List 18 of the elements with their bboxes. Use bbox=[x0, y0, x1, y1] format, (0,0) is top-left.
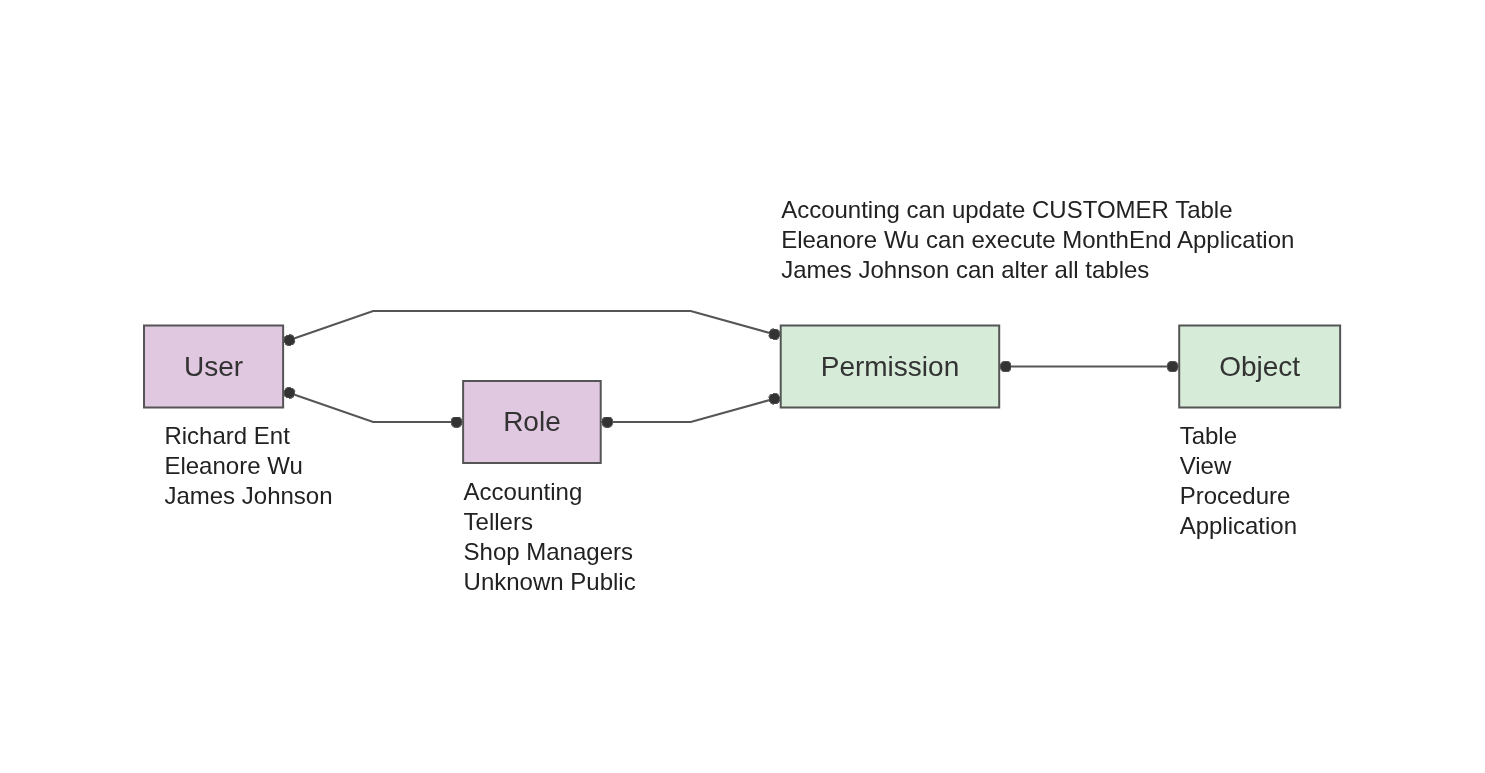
note-text: Table bbox=[1179, 421, 1238, 451]
note-text: Procedure bbox=[1179, 481, 1292, 511]
note-text: Eleanore Wu can execute MonthEnd Application bbox=[781, 225, 1295, 255]
note-text: Accounting can update CUSTOMER Table bbox=[781, 195, 1234, 225]
note-text: James Johnson can alter all tables bbox=[781, 255, 1151, 285]
note-text: Shop Managers bbox=[463, 536, 634, 567]
note-text: Richard Ent bbox=[164, 421, 291, 451]
note-text: Application bbox=[1179, 511, 1298, 541]
note-text: Tellers bbox=[463, 506, 534, 537]
node-box: Permission bbox=[780, 324, 1001, 408]
note-text: Accounting bbox=[463, 476, 584, 507]
node-box: Role bbox=[462, 379, 603, 464]
note-text: Unknown Public bbox=[463, 566, 636, 597]
note-text: Eleanore Wu bbox=[164, 451, 304, 481]
note-text: View bbox=[1179, 451, 1233, 481]
node-box: User bbox=[143, 324, 285, 408]
node-box: Object bbox=[1178, 324, 1342, 408]
note-text: James Johnson bbox=[164, 481, 333, 511]
